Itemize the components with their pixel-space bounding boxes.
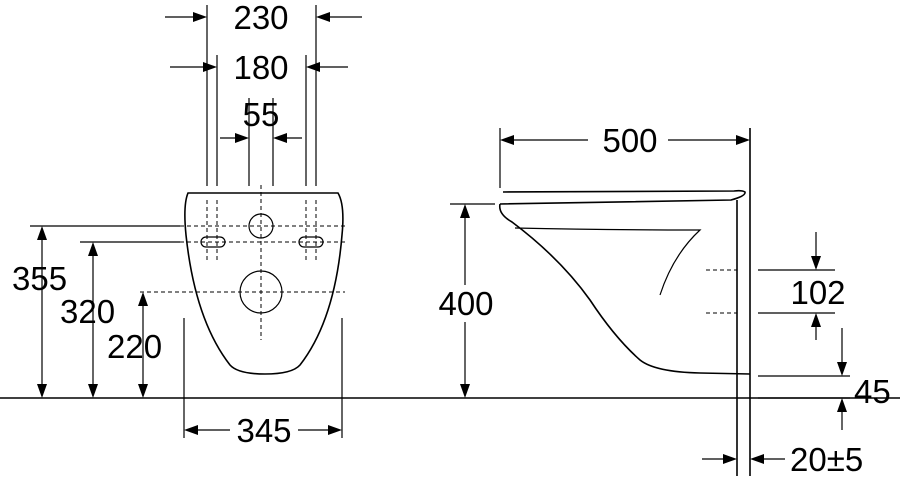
- dim-102-arrow-bottom: [811, 313, 821, 327]
- dim-20-arrow-left: [723, 454, 737, 464]
- dim-45-arrow-top: [837, 362, 847, 376]
- front-bowl-outline: [184, 192, 344, 375]
- dim-355-arrow-top: [37, 226, 47, 240]
- dim-230-arrow-right: [316, 12, 330, 22]
- dim-220-arrow-top: [138, 292, 148, 306]
- side-bowl-body: [498, 203, 751, 375]
- dim-180-arrow-left: [203, 62, 217, 72]
- dim-345-label: 345: [236, 412, 291, 449]
- dim-400-arrow-bottom: [460, 384, 470, 398]
- dim-230-label: 230: [233, 0, 288, 36]
- dim-55-arrow-left: [235, 133, 249, 143]
- dim-45-arrow-bottom: [837, 398, 847, 412]
- dim-345-arrow-left: [184, 425, 198, 435]
- dim-230-arrow-left: [193, 12, 207, 22]
- dim-20-label: 20±5: [790, 441, 863, 478]
- side-bowl-inner-curve: [514, 227, 702, 296]
- dim-20-arrow-right: [750, 454, 764, 464]
- dim-320-arrow-bottom: [88, 384, 98, 398]
- dim-355-label: 355: [12, 260, 67, 297]
- dim-345-arrow-right: [328, 425, 342, 435]
- side-view: 500 400 102 45 20±5: [438, 122, 890, 478]
- dim-355-arrow-bottom: [37, 384, 47, 398]
- dim-55-label: 55: [243, 96, 280, 133]
- dim-320-arrow-top: [88, 242, 98, 256]
- dim-102-label: 102: [790, 274, 845, 311]
- dim-400-arrow-top: [460, 204, 470, 218]
- dim-500-label: 500: [602, 122, 657, 159]
- dim-500-arrow-left: [500, 135, 514, 145]
- dim-220-label: 220: [107, 328, 162, 365]
- dim-45-label: 45: [854, 373, 891, 410]
- dim-500-arrow-right: [736, 135, 750, 145]
- dim-102-arrow-top: [811, 256, 821, 270]
- dim-220-arrow-bottom: [138, 384, 148, 398]
- dim-180-arrow-right: [306, 62, 320, 72]
- dim-320-label: 320: [60, 293, 115, 330]
- side-bowl-outline: [499, 189, 746, 205]
- dim-55-arrow-right: [273, 133, 287, 143]
- dim-400-label: 400: [438, 285, 493, 322]
- dim-180-label: 180: [233, 49, 288, 86]
- front-view: 230 180 55 355 320 220: [12, 0, 362, 449]
